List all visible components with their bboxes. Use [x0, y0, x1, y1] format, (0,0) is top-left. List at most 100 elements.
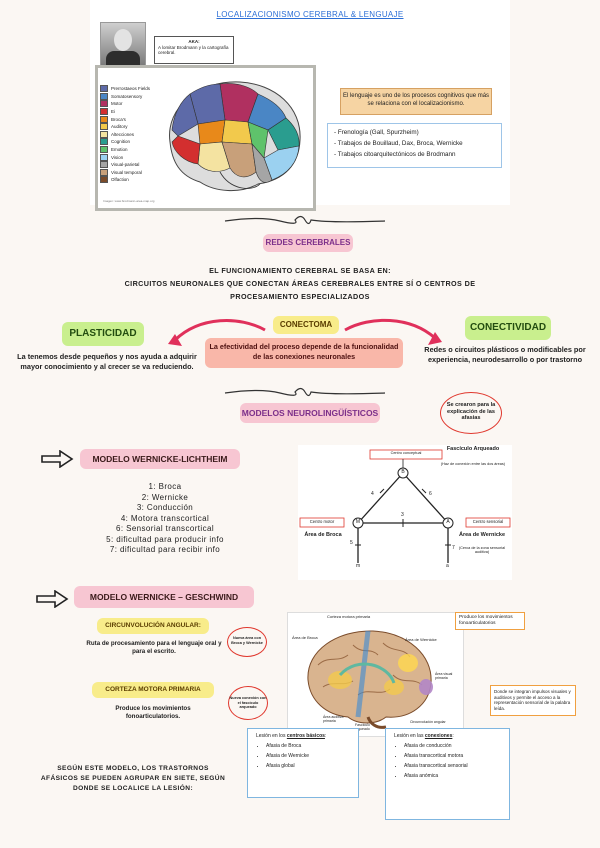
legend-swatch [100, 100, 108, 108]
brain2-label: Área de Broca [292, 635, 318, 640]
legend-swatch [100, 115, 108, 123]
legend-label: Auditory [111, 124, 128, 130]
redes-line-3: PROCESAMIENTO ESPECIALIZADOS [230, 292, 370, 301]
brain2-integra-label: Donde se integran impulsos visuales y au… [490, 685, 576, 716]
brain2-label: Área visual primaria [435, 672, 453, 680]
conectoma-text: La efectividad del proceso depende de la… [205, 338, 403, 368]
wernicke-lichtheim-pill: MODELO WERNICKE-LICHTHEIM [80, 449, 240, 469]
afasias-conexiones-title: Lesión en las conexiones: [394, 733, 454, 739]
diagram-num: 7 [452, 545, 455, 551]
diagram-num: 4 [371, 491, 374, 497]
circunvolucion-pill: CIRCUNVOLUCIÓN ANGULAR: [97, 618, 209, 634]
legend-label: Prerrostaeos Fields [111, 86, 151, 92]
legend-swatch [100, 146, 108, 154]
afasia-item: Afasia de conducción [404, 743, 501, 749]
divider-squiggle [224, 215, 386, 225]
diagram-num: 5 [350, 540, 353, 546]
legend-label: Ei [111, 109, 116, 115]
legend-row: Emotion [100, 146, 155, 154]
legend-row: Broca's [100, 115, 155, 123]
brain2-label: Circunvolución angular [410, 720, 446, 724]
afasias-conexiones-card: Lesión en las conexiones: Afasia de cond… [385, 728, 510, 820]
legend-swatch [100, 123, 108, 131]
legend-label: Altecciones [111, 131, 135, 137]
brodmann-brain-illustration [169, 81, 301, 191]
legend-row: Cognition [100, 138, 155, 146]
diagram-top-box: Centro conceptual [390, 451, 422, 455]
circunvolucion-note: Nueva área con Broca y Wernicke [227, 627, 267, 657]
legend-swatch [100, 168, 108, 176]
diagram-num: 6 [429, 491, 432, 497]
legend-swatch [100, 161, 108, 169]
theories-box: - Frenología (Gall, Spurzheim) - Trabajo… [327, 123, 502, 168]
legend-label: Motor [111, 101, 123, 107]
arrow-right-icon [36, 590, 69, 608]
conectividad-pill: CONECTIVIDAD [465, 316, 551, 340]
fasciculo-label: Fascículo Arqueado [446, 446, 500, 452]
legend-label: Emotion [111, 147, 128, 153]
wernicke-sub: (Cerca de la zona sensorial auditiva) [458, 546, 506, 554]
brain2-produce-label: Produce los movimientos fonoarticulatori… [455, 612, 525, 630]
legend-label: Cognition [111, 139, 131, 145]
wl-item: 6: Sensorial transcortical [116, 524, 214, 533]
corteza-motora-note: Nueva conexión con el fascículo arqueado [228, 686, 268, 720]
geschwind-brain-illustration [307, 630, 433, 729]
theory-item: - Trabajos citoarquitectónicos de Brodma… [334, 151, 456, 158]
legend-row: Visual-parietal [100, 161, 155, 169]
conectoma-pill: CONECTOMA [273, 316, 339, 334]
lichtheim-diagram-lines [299, 449, 511, 563]
circunvolucion-text: Ruta de procesamiento para el lenguaje o… [86, 640, 222, 655]
legend-swatch [100, 176, 108, 184]
aka-text: A lomitar Brodmann y la cartografía cere… [158, 44, 229, 56]
document-title: LOCALIZACIONISMO CEREBRAL & LENGUAJE [216, 10, 404, 19]
legend-swatch [100, 130, 108, 138]
afasia-item: Afasia transcortical sensorial [404, 763, 501, 769]
wl-item: 7: dificultad para recibir info [109, 545, 221, 554]
brain2-top-label: Corteza motora primaria [327, 614, 371, 619]
language-box: El lenguaje es uno de los procesos cogni… [340, 88, 492, 115]
diagram-num: 3 [401, 512, 404, 518]
connection-arrows [168, 318, 442, 346]
modelos-pill: MODELOS NEUROLINGÜÍSTICOS [240, 403, 380, 423]
legend-label: Visual temporal [111, 169, 142, 175]
legend-label: Somatosensory [111, 93, 143, 99]
afasia-item: Afasia de Wernicke [266, 753, 350, 759]
brain2-label: Fascículo arqueado [355, 723, 370, 731]
wl-item: 2: Wernicke [141, 492, 189, 502]
wl-item: 4: Motora transcortical [120, 513, 210, 523]
legend-label: Olfaction [111, 177, 129, 183]
legend-swatch [100, 153, 108, 161]
legend-swatch [100, 108, 108, 116]
legend-label: Visual-parietal [111, 162, 140, 168]
brain2-label: Área de Wernicke [405, 637, 437, 642]
legend-row: Prerrostaeos Fields [100, 85, 155, 93]
legend-swatch [100, 138, 108, 146]
node-a-label: A [446, 519, 450, 525]
afasia-item: Afasia de Broca [266, 743, 350, 749]
plasticidad-pill: PLASTICIDAD [62, 322, 144, 346]
afasia-item: Afasia global [266, 763, 350, 769]
legend-row: Visual temporal [100, 168, 155, 177]
aka-box: AKA: A lomitar Brodmann y la cartografía… [154, 36, 234, 64]
arrow-right-icon [41, 450, 74, 468]
node-b-label: B [401, 469, 405, 475]
aka-label: AKA: [188, 39, 200, 44]
afasias-basicos-title: Lesión en los centros básicos: [256, 733, 327, 739]
small-m-label: m [356, 563, 361, 569]
wernicke-label: Área de Wernicke [458, 532, 506, 538]
legend-swatch [100, 92, 108, 100]
afasias-intro: SEGÚN ESTE MODELO, LOS TRASTORNOS AFÁSIC… [40, 765, 226, 792]
legend-row: Ei [100, 108, 155, 116]
theory-item: - Trabajos de Bouillaud, Dax, Broca, Wer… [334, 140, 463, 147]
geschwind-pill: MODELO WERNICKE – GESCHWIND [74, 586, 254, 608]
legend-row: Motor [100, 100, 155, 108]
wl-item: 1: Broca [148, 482, 182, 491]
legend-label: Broca's [111, 116, 126, 122]
legend-swatch [100, 85, 108, 93]
wl-item: 3: Conducción [136, 503, 194, 512]
source-caption: Imagen: www.brodmann-area-map.org [103, 199, 155, 203]
corteza-motora-pill: CORTEZA MOTORA PRIMARIA [92, 682, 214, 698]
legend-row: Olfaction [100, 176, 155, 184]
legend-label: Vision [111, 154, 124, 160]
